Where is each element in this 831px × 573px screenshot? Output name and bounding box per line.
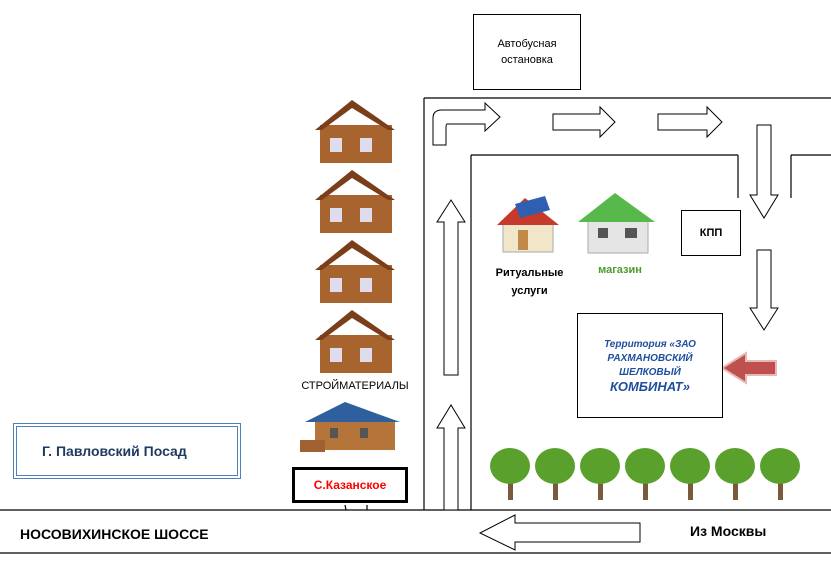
building-materials-label: СТРОЙМАТЕРИАЛЫ <box>301 380 409 392</box>
roads <box>0 97 831 554</box>
down-arrow-icon <box>749 249 779 331</box>
tree-icon <box>715 448 755 500</box>
checkpoint-box: КПП <box>681 210 741 256</box>
log-house-icon <box>315 310 395 373</box>
highway-label: НОСОВИХИНСКОЕ ШОССЕ <box>20 526 209 542</box>
right-arrow-icon <box>657 105 723 139</box>
tree-icon <box>535 448 575 500</box>
tree-icon <box>670 448 710 500</box>
right-arrow-icon <box>552 105 616 139</box>
pointer-arrow-icon <box>720 351 777 385</box>
left-arrow-icon <box>478 514 641 551</box>
tree-icon <box>580 448 620 500</box>
tree-icon <box>760 448 800 500</box>
bus-stop-box: Автобусная остановка <box>473 14 581 90</box>
log-house-icon <box>315 100 395 163</box>
tree-icon <box>490 448 530 500</box>
turn-right-arrow-icon <box>432 101 501 146</box>
village-sign: С.Казанское <box>292 467 408 503</box>
ritual-services-label: Ритуальные услуги <box>495 267 564 297</box>
territory-box: Территория «ЗАО РАХМАНОВСКИЙ ШЕЛКОВЫЙ КО… <box>577 313 723 418</box>
log-house-icon <box>315 240 395 303</box>
from-moscow-label: Из Москвы <box>690 523 767 539</box>
up-arrow-icon <box>436 199 466 376</box>
down-arrow-icon <box>749 124 779 219</box>
shop-label: магазин <box>598 264 642 276</box>
blue-roof-house-icon <box>300 402 400 452</box>
log-house-icon <box>315 170 395 233</box>
town-sign: Г. Павловский Посад <box>13 423 241 479</box>
up-arrow-icon <box>436 404 466 511</box>
shop-house-icon <box>578 193 655 254</box>
tree-icon <box>625 448 665 500</box>
solar-house-icon <box>497 196 559 253</box>
